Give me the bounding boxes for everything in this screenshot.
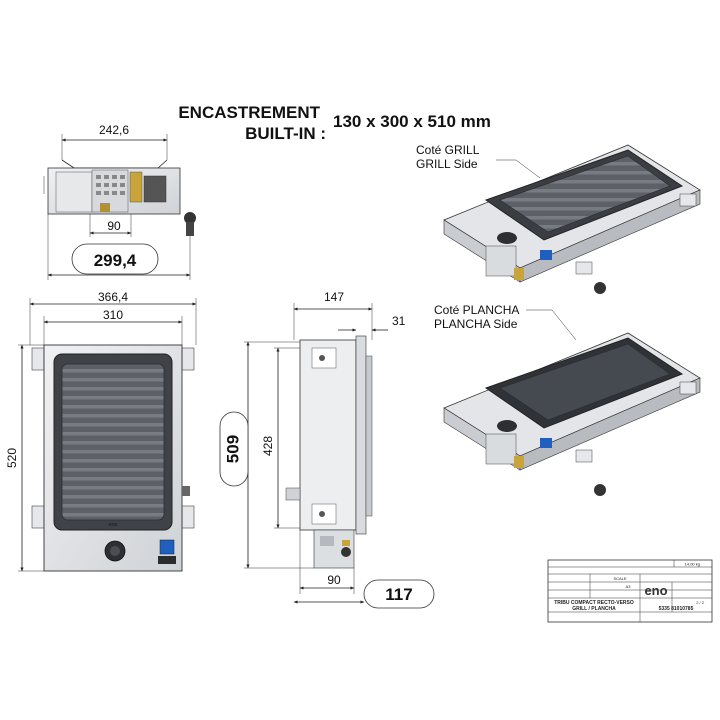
dim-side-depth: 147 <box>324 290 344 304</box>
tb-weight: 14,00 kg <box>685 562 700 567</box>
header-size: 130 x 300 x 510 mm <box>333 112 491 131</box>
dim-front-inner-width: 310 <box>103 308 123 322</box>
tb-brand-logo: eno <box>644 583 667 598</box>
label-grill-en: GRILL Side <box>416 157 478 171</box>
iso-plancha-view: Coté PLANCHA PLANCHA Side <box>434 303 701 496</box>
dim-side-bottom-offset: 90 <box>327 573 341 587</box>
front-view: 366,4 310 eno 520 <box>5 290 197 572</box>
dim-side-lip: 31 <box>392 314 406 328</box>
iso-grill-view: Coté GRILL GRILL Side <box>416 143 701 294</box>
tb-scale: SCALE <box>613 576 626 581</box>
front-logo: eno <box>109 522 118 528</box>
tb-product-line2: GRILL / PLANCHA <box>572 606 616 612</box>
header-line1: ENCASTREMENT <box>178 103 320 122</box>
top-view: 242,6 90 299,4 <box>43 123 196 280</box>
header-line2: BUILT-IN : <box>245 124 326 143</box>
dim-top-width: 242,6 <box>99 123 129 137</box>
dim-side-height: 428 <box>261 436 275 456</box>
dim-top-knob-offset: 90 <box>107 219 121 233</box>
tb-ref: 5335 81010785 <box>659 606 694 612</box>
header: ENCASTREMENT BUILT-IN : 130 x 300 x 510 … <box>178 103 491 143</box>
label-plancha-fr: Coté PLANCHA <box>434 303 519 317</box>
tb-sheet: 2 / 2 <box>696 600 705 605</box>
dim-top-overall: 299,4 <box>94 251 137 270</box>
dim-side-bottom-overall: 117 <box>385 585 412 604</box>
dim-front-overall-width: 366,4 <box>98 290 128 304</box>
label-plancha-en: PLANCHA Side <box>434 317 518 331</box>
tb-format: A3 <box>626 584 632 589</box>
label-grill-fr: Coté GRILL <box>416 143 480 157</box>
dim-front-height: 520 <box>5 448 19 468</box>
tb-product-line1: TRIBU COMPACT RECTO-VERSO <box>554 600 634 606</box>
title-block: 14,00 kg SCALE A3 eno TRIBU COMPACT RECT… <box>547 559 713 623</box>
side-view: 147 31 428 509 90 11 <box>219 290 435 609</box>
dim-front-cutout: 509 <box>223 435 242 463</box>
